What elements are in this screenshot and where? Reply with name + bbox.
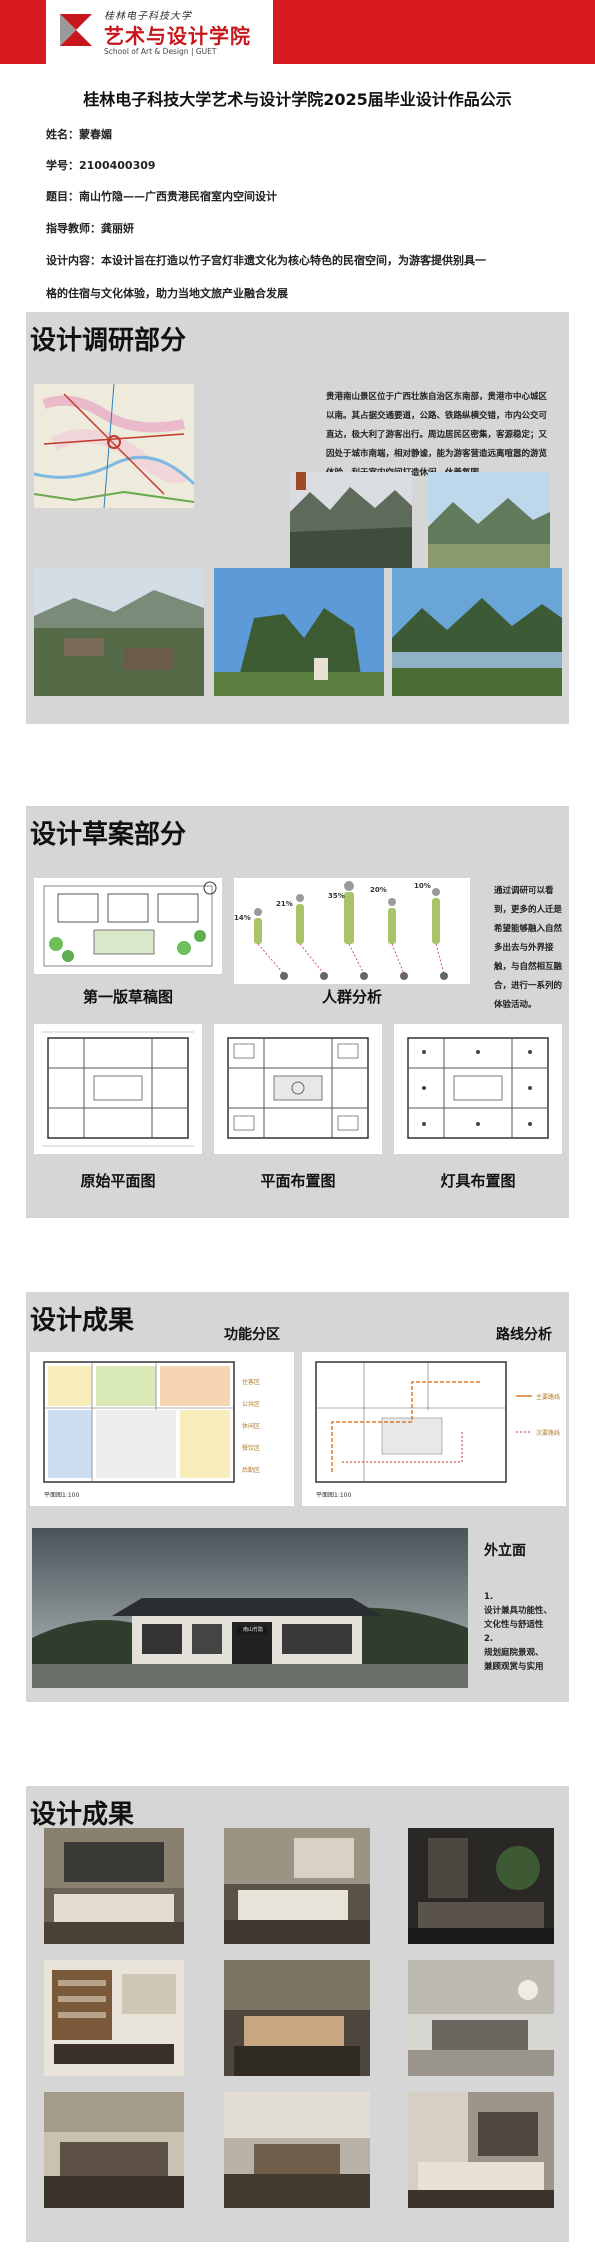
topic-value: 南山竹隐——广西贵港民宿室内空间设计 <box>79 190 277 203</box>
result-section-2-title: 设计成果 <box>30 1800 135 1830</box>
page-title: 桂林电子科技大学艺术与设计学院2025届毕业设计作品公示 <box>83 90 512 109</box>
result-section-1: 设计成果 功能分区 路线分析 平面图1:100 住客区 公共区 休闲区 餐饮区 … <box>26 1292 569 1702</box>
logo-english-name: School of Art & Design | GUET <box>104 47 217 56</box>
scenic-photo-1 <box>290 472 412 568</box>
advisor: 指导教师：龚丽妍 <box>46 220 134 236</box>
name-value: 蒙春媚 <box>79 128 112 141</box>
interior-render-7 <box>44 2092 184 2208</box>
function-legend: 住客区 公共区 休闲区 餐饮区 后勤区 <box>242 1372 260 1482</box>
exterior-facade-render: 南山竹隐 <box>32 1528 468 1688</box>
crowd-percent-1: 14% <box>234 914 251 922</box>
interior-render-1 <box>44 1828 184 1944</box>
crowd-analysis-chart: 14% 21% 35% 20% 10% <box>234 878 470 984</box>
research-section: 设计调研部分 贵港南山景区位于广西壮族自治区东南部，贵港市中心城区以南。其占据交… <box>26 312 569 724</box>
draft-section-title: 设计草案部分 <box>30 820 187 850</box>
facade-note: 文化性与舒适性 <box>484 1620 544 1630</box>
interior-render-4 <box>44 1960 184 2076</box>
project-topic: 题目：南山竹隐——广西贵港民宿室内空间设计 <box>46 188 277 204</box>
design-description: 设计内容：本设计旨在打造以竹子宫灯非遗文化为核心特色的民宿空间，为游客提供别具一… <box>46 244 566 310</box>
function-zoning-plan: 平面图1:100 住客区 公共区 休闲区 餐饮区 后勤区 <box>30 1352 294 1506</box>
research-text: 贵港南山景区位于广西壮族自治区东南部，贵港市中心城区以南。其占据交通要道，公路、… <box>326 392 548 478</box>
legend-item: 后勤区 <box>242 1467 261 1474</box>
facade-note: 规划庭院景观、 <box>484 1648 544 1658</box>
result-section-2: 设计成果 <box>26 1786 569 2242</box>
crowd-percent-3: 35% <box>328 892 345 900</box>
logo-university-name: 桂林电子科技大学 <box>104 11 192 22</box>
interior-render-6 <box>408 1960 554 2076</box>
id-value: 2100400309 <box>79 159 156 172</box>
caption-original-plan: 原始平面图 <box>80 1172 156 1190</box>
desc-line-1: 设计内容：本设计旨在打造以竹子宫灯非遗文化为核心特色的民宿空间，为游客提供别具一 <box>46 254 486 267</box>
legend-item: 休闲区 <box>242 1423 261 1430</box>
interior-render-5 <box>224 1960 370 2076</box>
facade-notes: 1. 设计兼具功能性、 文化性与舒适性 2. 规划庭院景观、 兼顾观赏与实用 <box>484 1590 552 1674</box>
interior-render-3 <box>408 1828 554 1944</box>
legend-item: 住客区 <box>242 1379 261 1386</box>
function-plan-scale: 平面图1:100 <box>44 1492 80 1499</box>
scenic-photo-4 <box>214 568 384 696</box>
location-map-image <box>34 384 194 508</box>
caption-facade: 外立面 <box>484 1543 526 1559</box>
school-logo: 桂林电子科技大学 艺术与设计学院 School of Art & Design … <box>46 0 273 64</box>
original-floor-plan <box>34 1024 202 1154</box>
caption-lighting-plan: 灯具布置图 <box>440 1172 516 1190</box>
crowd-percent-5: 10% <box>414 882 431 890</box>
route-legend-secondary: 次要路线 <box>536 1430 561 1437</box>
scenic-photo-2 <box>428 472 550 568</box>
legend-item: 公共区 <box>242 1401 261 1408</box>
interior-render-8 <box>224 2092 370 2208</box>
crowd-percent-2: 21% <box>276 900 293 908</box>
scenic-photo-3 <box>34 568 204 696</box>
advisor-value: 龚丽妍 <box>101 222 134 235</box>
facade-note: 1. <box>484 1592 494 1602</box>
caption-function-zoning: 功能分区 <box>224 1327 280 1343</box>
student-name: 姓名：蒙春媚 <box>46 126 112 142</box>
route-analysis-plan: 平面图1:100 主要路线 次要路线 <box>302 1352 566 1506</box>
facade-note: 2. <box>484 1634 494 1644</box>
crowd-percent-4: 20% <box>370 886 387 894</box>
name-label: 姓名： <box>46 128 79 141</box>
caption-crowd-analysis: 人群分析 <box>321 988 382 1006</box>
crowd-analysis-text: 通过调研可以看到，更多的人迁是希望能够融入自然多出去与外界接触，与自然相互融合，… <box>494 886 563 1010</box>
sketch-drawing <box>34 878 222 974</box>
header-banner: 桂林电子科技大学 艺术与设计学院 School of Art & Design … <box>0 0 595 64</box>
legend-item: 餐饮区 <box>242 1445 261 1452</box>
facade-note: 设计兼具功能性、 <box>484 1606 553 1616</box>
interior-render-2 <box>224 1828 370 1944</box>
school-emblem-icon <box>60 14 92 46</box>
facade-sign: 南山竹隐 <box>242 1627 263 1633</box>
caption-layout-plan: 平面布置图 <box>260 1172 336 1190</box>
route-plan-scale: 平面图1:100 <box>316 1492 352 1499</box>
student-id: 学号：2100400309 <box>46 157 156 173</box>
topic-label: 题目： <box>46 190 79 203</box>
caption-route-analysis: 路线分析 <box>496 1327 552 1343</box>
facade-note: 兼顾观赏与实用 <box>484 1662 544 1672</box>
id-label: 学号： <box>46 159 79 172</box>
route-legend-main: 主要路线 <box>536 1394 561 1401</box>
logo-school-name: 艺术与设计学院 <box>104 24 251 48</box>
advisor-label: 指导教师： <box>46 222 101 235</box>
lighting-floor-plan <box>394 1024 562 1154</box>
caption-sketch: 第一版草稿图 <box>82 988 173 1006</box>
interior-render-9 <box>408 2092 554 2208</box>
scenic-photo-5 <box>392 568 562 696</box>
research-section-title: 设计调研部分 <box>30 326 187 356</box>
desc-line-2: 格的住宿与文化体验，助力当地文旅产业融合发展 <box>46 287 288 300</box>
result-section-1-title: 设计成果 <box>30 1306 135 1336</box>
layout-floor-plan <box>214 1024 382 1154</box>
draft-section: 设计草案部分 <box>26 806 569 1218</box>
